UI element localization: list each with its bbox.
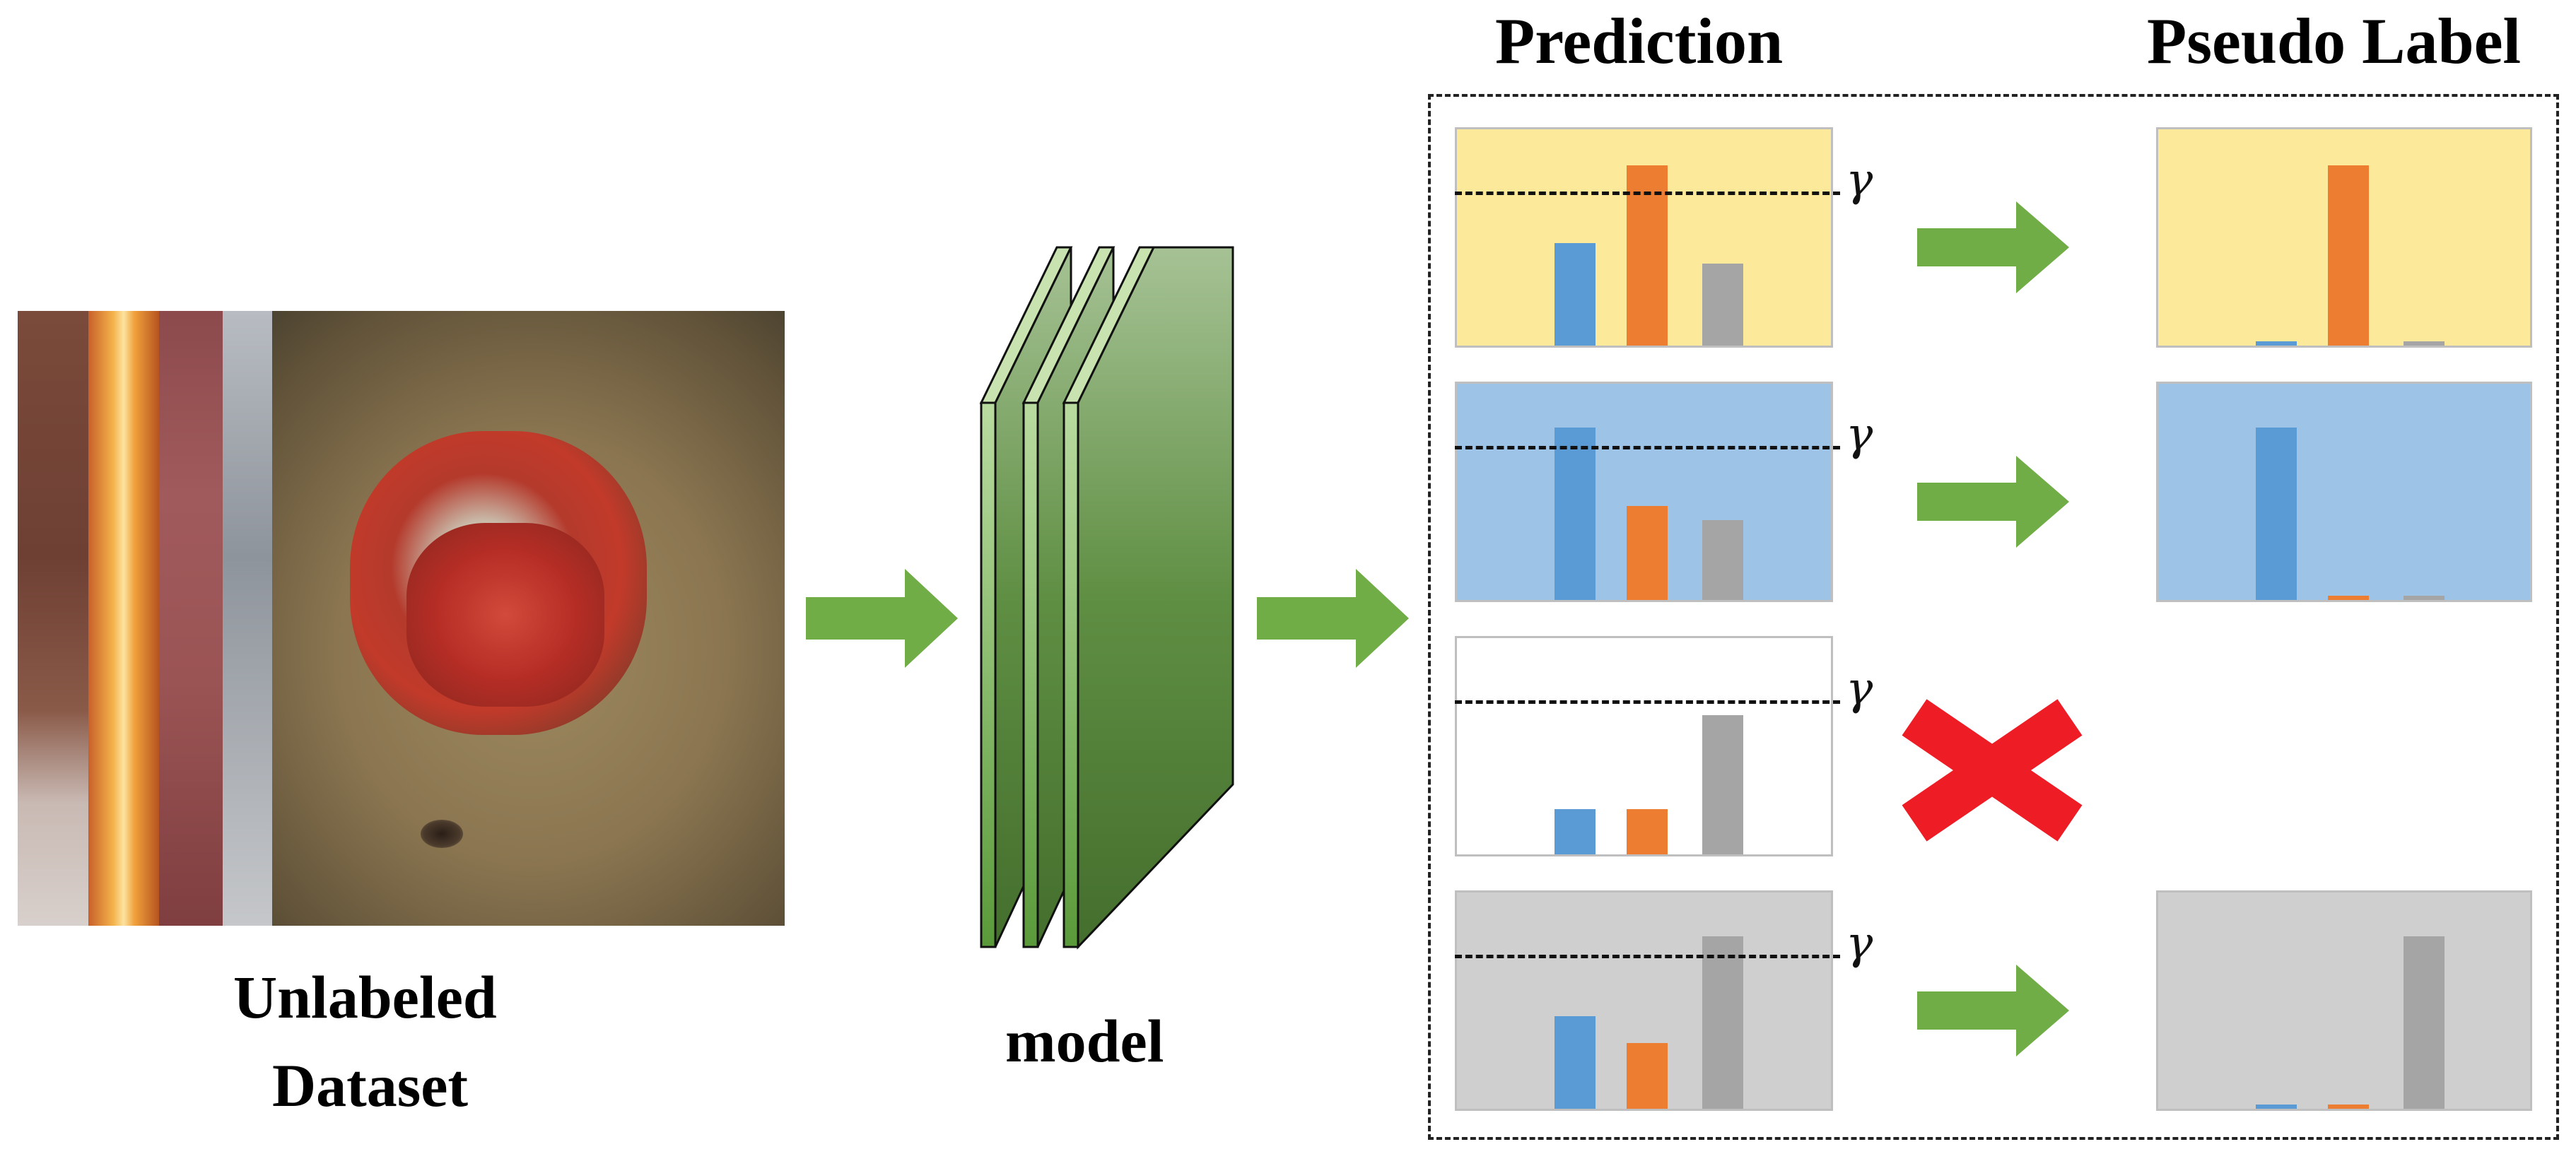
prediction-panel-4-bar-class-2 <box>1627 1043 1668 1109</box>
prediction-panel-1-bar-class-2 <box>1627 165 1668 346</box>
dataset-image-strip-3 <box>159 311 226 926</box>
prediction-panel-1-threshold-symbol: γ <box>1846 154 1873 206</box>
dataset-image-strip-1 <box>18 311 88 926</box>
model-layers-icon <box>979 246 1234 950</box>
dataset-image-main <box>223 311 785 926</box>
pseudo-label-panel-2-bar-class-2 <box>2328 596 2369 600</box>
prediction-panel-2-bar-class-1 <box>1555 428 1596 600</box>
prediction-panel-4-threshold-line <box>1455 955 1840 958</box>
dataset-title-line1: Unlabeled <box>233 963 497 1031</box>
pseudo-label-panel-2-bar-class-3 <box>2404 596 2445 600</box>
pseudo-labeling-frame <box>1428 94 2559 1140</box>
prediction-panel-1-bar-class-3 <box>1702 264 1743 346</box>
prediction-panel-3-bar-class-3 <box>1702 715 1743 854</box>
prediction-panel-1-bar-class-1 <box>1555 243 1596 346</box>
dataset-title-line2: Dataset <box>272 1052 469 1119</box>
pseudo-label-panel-4-bar-class-1 <box>2256 1105 2297 1109</box>
prediction-panel-3 <box>1455 636 1833 856</box>
pseudo-label-panel-4-bar-class-3 <box>2404 936 2445 1109</box>
reject-cross-3 <box>1902 699 2083 842</box>
prediction-header: Prediction <box>1495 5 1784 77</box>
pseudo-label-panel-2-bar-class-1 <box>2256 428 2297 600</box>
prediction-panel-2-bar-class-3 <box>1702 520 1743 600</box>
pseudo-label-panel-4 <box>2156 890 2532 1111</box>
prediction-panel-4-bar-class-1 <box>1555 1016 1596 1109</box>
prediction-panel-3-bar-class-1 <box>1555 809 1596 854</box>
prediction-panel-2-threshold-line <box>1455 446 1840 449</box>
pseudo-label-panel-2 <box>2156 382 2532 602</box>
pseudo-label-panel-1-bar-class-1 <box>2256 341 2297 346</box>
model-label: model <box>1005 1007 1164 1075</box>
prediction-panel-4-bar-class-3 <box>1702 936 1743 1109</box>
prediction-panel-1 <box>1455 127 1833 348</box>
prediction-panel-2-threshold-symbol: γ <box>1846 408 1873 461</box>
model-layer-3 <box>1062 246 1234 950</box>
accept-arrow-2 <box>1917 456 2069 548</box>
pseudo-label-panel-1 <box>2156 127 2532 348</box>
pseudo-label-panel-1-bar-class-3 <box>2404 341 2445 346</box>
dataset-image-stack <box>18 311 785 926</box>
prediction-panel-2 <box>1455 382 1833 602</box>
reject-cross-stroke-2 <box>1902 699 2083 842</box>
prediction-panel-4 <box>1455 890 1833 1111</box>
dataset-image-strip-2 <box>88 311 159 926</box>
prediction-panel-1-threshold-line <box>1455 192 1840 195</box>
arrow-dataset-to-model <box>806 569 958 668</box>
prediction-panel-4-threshold-symbol: γ <box>1846 917 1873 970</box>
pseudo-label-header: Pseudo Label <box>2147 5 2522 77</box>
prediction-panel-2-bar-class-2 <box>1627 506 1668 600</box>
prediction-panel-3-bar-class-2 <box>1627 809 1668 854</box>
accept-arrow-4 <box>1917 965 2069 1056</box>
prediction-panel-3-threshold-symbol: γ <box>1846 663 1873 715</box>
arrow-model-to-prediction <box>1257 569 1409 668</box>
pseudo-label-panel-1-bar-class-2 <box>2328 165 2369 346</box>
pseudo-label-panel-4-bar-class-2 <box>2328 1105 2369 1109</box>
prediction-panel-3-threshold-line <box>1455 700 1840 704</box>
accept-arrow-1 <box>1917 201 2069 293</box>
